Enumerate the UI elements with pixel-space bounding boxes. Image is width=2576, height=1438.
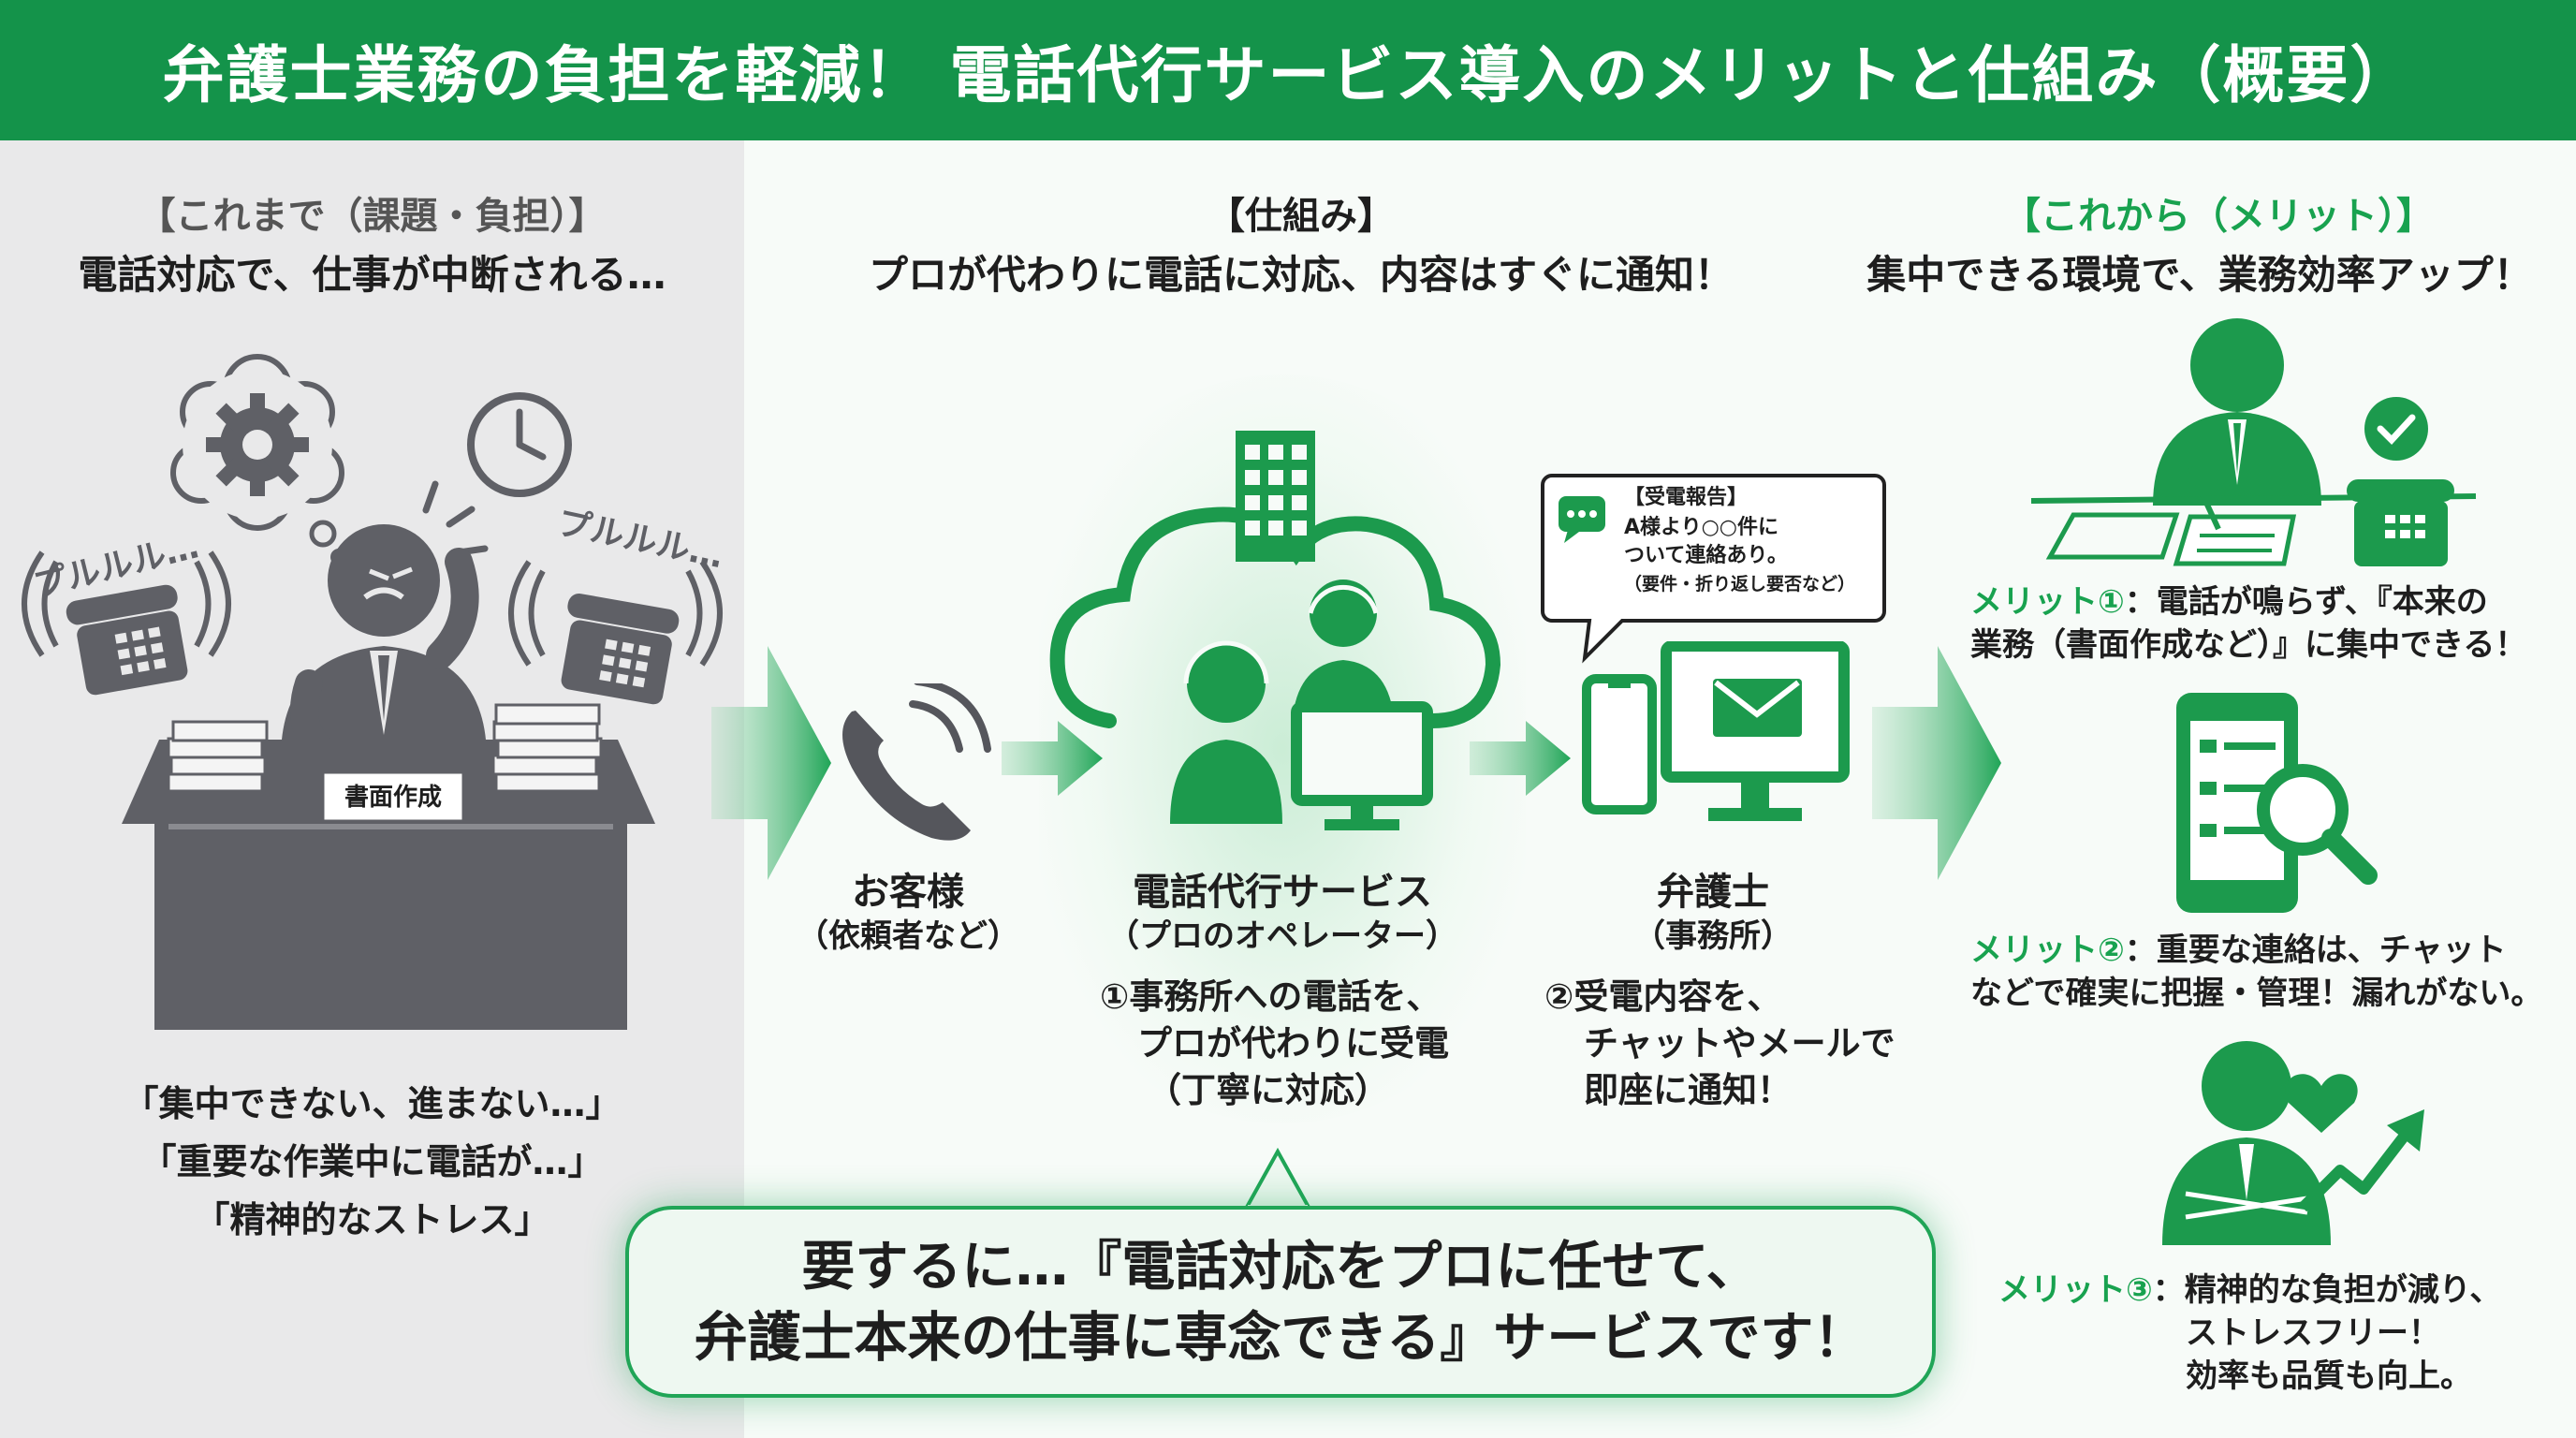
big-flow-arrow-left <box>711 646 831 880</box>
focused-lawyer-illustration <box>2030 318 2477 566</box>
before-tag: 【これまで（課題・負担）】 <box>138 195 607 238</box>
monitor-icon <box>1291 701 1433 830</box>
lawyer-devices-icon <box>1582 641 1850 821</box>
focused-person-icon <box>2153 318 2321 506</box>
email-icon <box>1713 679 1802 737</box>
merit-1-text2: 業務（書面作成など）』に集中できる！ <box>1970 626 2527 664</box>
merit-3-text3: 効率も品質も向上。 <box>2186 1357 2472 1395</box>
clock-icon <box>467 392 572 497</box>
complaint-list: 「集中できない、進まない…」 「重要な作業中に電話が…」 「精神的なストレス」 <box>0 1075 744 1249</box>
after-subtitle: 集中できる環境で、業務効率アップ！ <box>1866 252 2533 298</box>
report-line: （要件・折り返し要否など） <box>1624 573 1855 594</box>
summary-box: 要するに…『電話対応をプロに任せて、 弁護士本来の仕事に専念できる』サービスです… <box>625 1206 1936 1398</box>
magnifier-icon <box>2257 764 2378 885</box>
customer-sublabel: （依頼者など） <box>797 917 1019 955</box>
merit-3-text: ：精神的な負担が減り、 <box>2152 1271 2502 1309</box>
merit-1-text: ：電話が鳴らず、『本来の <box>2124 583 2488 621</box>
ring-text-right: プルルル… <box>554 504 727 577</box>
lawyer-step-line: チャットやメールで <box>1584 1023 1895 1064</box>
summary-pointer <box>1241 1147 1314 1212</box>
mechanism-subtitle: プロが代わりに電話に対応、内容はすぐに通知！ <box>868 252 1734 298</box>
service-step-line: プロが代わりに受電 <box>1137 1023 1449 1064</box>
ringing-phone-left-icon <box>22 550 231 696</box>
flow-arrow-customer-to-service <box>1002 721 1103 796</box>
lawyer-label: 弁護士 <box>1657 871 1769 914</box>
flow-arrow-service-to-lawyer <box>1470 721 1571 796</box>
lawyer-step-line: 即座に通知！ <box>1584 1070 1792 1110</box>
heart-icon <box>2285 1074 2358 1133</box>
customer-phone-icon <box>842 683 991 841</box>
smartphone-list-icon <box>2176 693 2298 913</box>
merit-1-key: メリット① <box>1970 583 2125 621</box>
service-step-text: ①事務所への電話を、 プロが代わりに受電 （丁寧に対応） <box>1100 974 1493 1114</box>
stressed-person-icon <box>281 480 489 788</box>
managed-messages-illustration <box>2176 693 2378 913</box>
summary-line: 要するに…『電話対応をプロに任せて、 <box>801 1235 1760 1298</box>
merit-2: メリット②：重要な連絡は、チャット などで確実に把握・管理！漏れがない。 <box>1970 929 2569 1015</box>
relaxed-person-illustration <box>2162 1041 2424 1245</box>
service-step-line: ①事務所への電話を、 <box>1100 976 1442 1017</box>
report-line: ついて連絡あり。 <box>1624 543 1788 567</box>
check-icon <box>2364 397 2428 461</box>
thought-gear-icon <box>170 354 347 565</box>
big-flow-arrow-right <box>1872 646 2001 880</box>
complaint-quote: 「集中できない、進まない…」 <box>123 1083 622 1124</box>
merit-3-text2: ストレスフリー！ <box>2186 1314 2440 1352</box>
report-line: A様より○○件に <box>1624 515 1778 539</box>
call-center-cloud-icon <box>1049 431 1501 830</box>
desk-icon <box>122 703 655 1030</box>
chat-icon <box>1559 496 1605 543</box>
merit-2-text: ：重要な連絡は、チャット <box>2124 932 2507 969</box>
merit-3: メリット③：精神的な負担が減り、 ストレスフリー！ 効率も品質も向上。 <box>1998 1269 2560 1398</box>
customer-label: お客様 <box>852 871 964 914</box>
quiet-telephone-icon <box>2347 479 2454 566</box>
smartphone-icon <box>1582 674 1657 814</box>
page-title: 弁護士業務の負担を軽減！ 電話代行サービス導入のメリットと仕組み（概要） <box>0 0 2576 140</box>
desk-paper-label: 書面作成 <box>344 784 442 812</box>
stressed-worker-illustration: プルルル… プルルル… 書面作成 <box>22 354 727 1030</box>
merit-1: メリット①：電話が鳴らず、『本来の 業務（書面作成など）』に集中できる！ <box>1970 580 2569 667</box>
complaint-quote: 「重要な作業中に電話が…」 <box>140 1141 604 1182</box>
confident-person-icon <box>2162 1041 2331 1245</box>
report-title: 【受電報告】 <box>1624 485 1748 509</box>
lawyer-sublabel: （事務所） <box>1633 917 1793 955</box>
office-building-icon <box>1236 431 1315 562</box>
service-sublabel: （プロのオペレーター） <box>1107 917 1457 955</box>
service-step-line: （丁寧に対応） <box>1147 1070 1389 1110</box>
before-subtitle: 電話対応で、仕事が中断される… <box>78 252 666 298</box>
service-label: 電話代行サービス <box>1133 871 1432 914</box>
merit-2-key: メリット② <box>1970 932 2125 969</box>
lawyer-step-text: ②受電内容を、 チャットやメールで 即座に通知！ <box>1544 974 1900 1114</box>
mechanism-tag: 【仕組み】 <box>1208 195 1395 238</box>
ringing-phone-right-icon <box>508 560 723 705</box>
merit-2-text2: などで確実に把握・管理！漏れがない。 <box>1970 975 2543 1012</box>
summary-line: 弁護士本来の仕事に専念できる』サービスです！ <box>694 1306 1867 1369</box>
report-chat-bubble: 【受電報告】 A様より○○件に ついて連絡あり。 （要件・折り返し要否など） <box>1541 474 1886 664</box>
after-tag: 【これから（メリット）】 <box>2003 195 2434 238</box>
operator-icon <box>1170 640 1282 824</box>
merit-3-key: メリット③ <box>1998 1271 2153 1309</box>
complaint-quote: 「精神的なストレス」 <box>194 1199 550 1240</box>
growth-arrow-icon <box>2298 1109 2424 1212</box>
lawyer-step-line: ②受電内容を、 <box>1544 976 1782 1017</box>
